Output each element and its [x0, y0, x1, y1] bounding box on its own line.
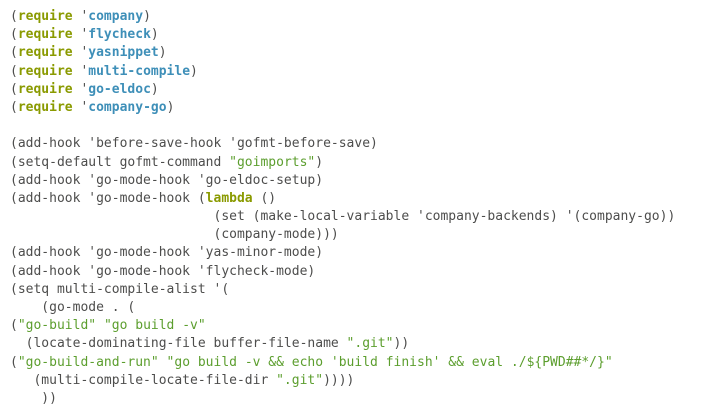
code-line[interactable]: (multi-compile-locate-file-dir ".git")))… [10, 372, 715, 390]
code-line[interactable]: (require 'yasnippet) [10, 44, 715, 62]
code-token [159, 355, 167, 370]
code-line[interactable] [10, 117, 715, 135]
code-token: ( [10, 27, 18, 43]
quoted-symbol-token: yasnippet [88, 45, 159, 61]
code-line[interactable]: (require 'company-go) [10, 99, 715, 117]
code-token: (set (make-local-variable 'company-backe… [10, 209, 676, 225]
code-line[interactable]: (go-mode . ( [10, 299, 715, 317]
code-line[interactable]: (setq multi-compile-alist '( [10, 281, 715, 299]
quoted-symbol-token: company [88, 9, 144, 24]
code-token: (locate-dominating-file buffer-file-name [10, 336, 347, 352]
code-token: (setq multi-compile-alist '( [10, 281, 230, 297]
string-token: "go-build" [17, 318, 97, 334]
code-token: ( [10, 81, 18, 97]
code-token: ) [315, 154, 324, 170]
keyword-token: require [17, 9, 73, 24]
code-token: ) [150, 27, 159, 43]
code-token: ' [72, 99, 89, 115]
code-line[interactable]: (add-hook 'before-save-hook 'gofmt-befor… [10, 135, 715, 153]
code-token: (setq-default gofmt-command [10, 154, 230, 170]
code-token: )))) [323, 372, 355, 388]
code-token: ( [10, 9, 18, 24]
quoted-symbol-token: company-go [88, 99, 167, 115]
code-token: ' [72, 63, 89, 79]
code-token: ( [10, 63, 18, 79]
code-line[interactable]: (locate-dominating-file buffer-file-name… [10, 335, 715, 353]
quoted-symbol-token: go-eldoc [88, 81, 151, 97]
code-line[interactable]: (setq-default gofmt-command "goimports") [10, 154, 715, 172]
code-token: ) [166, 99, 175, 115]
code-token: ) [158, 45, 167, 61]
code-line[interactable]: ("go-build-and-run" "go build -v && echo… [10, 354, 715, 372]
code-token: ( [10, 354, 18, 370]
code-token: )) [10, 390, 57, 406]
keyword-token: require [17, 27, 73, 43]
code-token: ) [190, 63, 198, 79]
code-line[interactable]: (require 'go-eldoc) [10, 81, 715, 99]
keyword-token: require [17, 99, 73, 115]
string-token: "goimports" [229, 154, 316, 170]
code-token: ' [72, 9, 89, 24]
code-token: ' [72, 45, 89, 61]
code-line[interactable]: )) [10, 390, 715, 408]
code-token: (add-hook 'go-mode-hook 'yas-minor-mode) [10, 245, 324, 261]
string-token: "go-build-and-run" [17, 354, 159, 370]
code-line[interactable]: (require 'company) [10, 8, 715, 26]
string-token: "go build -v" [103, 318, 206, 334]
code-line[interactable]: (add-hook 'go-mode-hook (lambda () [10, 190, 715, 208]
string-token: "go build -v && echo 'build finish' && e… [166, 354, 613, 370]
code-token: (add-hook 'before-save-hook 'gofmt-befor… [10, 136, 378, 152]
code-line[interactable]: (require 'multi-compile) [10, 63, 715, 81]
code-line[interactable]: (set (make-local-variable 'company-backe… [10, 208, 715, 226]
code-token: (multi-compile-locate-file-dir [10, 372, 277, 388]
code-token: (add-hook 'go-mode-hook 'flycheck-mode) [10, 263, 316, 279]
keyword-token: require [17, 45, 73, 61]
quoted-symbol-token: flycheck [88, 27, 151, 43]
code-line[interactable]: (add-hook 'go-mode-hook 'flycheck-mode) [10, 263, 715, 281]
code-token: ' [72, 81, 89, 97]
code-token: ) [150, 81, 159, 97]
code-token: ( [10, 99, 18, 115]
string-token: ".git" [276, 372, 324, 388]
code-line[interactable]: (company-mode))) [10, 226, 715, 244]
keyword-token: require [17, 63, 73, 79]
code-line[interactable]: (add-hook 'go-mode-hook 'go-eldoc-setup) [10, 172, 715, 190]
code-token: ( [10, 45, 18, 61]
keyword-token: lambda [205, 190, 253, 206]
code-token: (go-mode . ( [10, 300, 136, 315]
code-line[interactable]: ("go-build" "go build -v" [10, 317, 715, 335]
code-line[interactable]: (add-hook 'go-mode-hook 'yas-minor-mode) [10, 244, 715, 262]
code-line[interactable]: (require 'flycheck) [10, 26, 715, 44]
code-token: )) [393, 336, 410, 352]
code-token: () [252, 190, 277, 206]
code-token: (add-hook 'go-mode-hook ( [10, 190, 206, 206]
quoted-symbol-token: multi-compile [88, 63, 191, 79]
code-token: ' [72, 27, 89, 43]
code-token: ) [143, 9, 151, 24]
code-token: (add-hook 'go-mode-hook 'go-eldoc-setup) [10, 172, 324, 188]
keyword-token: require [17, 81, 73, 97]
code-token: (company-mode))) [10, 227, 339, 243]
code-token [96, 318, 104, 333]
code-token: ( [10, 318, 18, 334]
string-token: ".git" [346, 336, 394, 352]
